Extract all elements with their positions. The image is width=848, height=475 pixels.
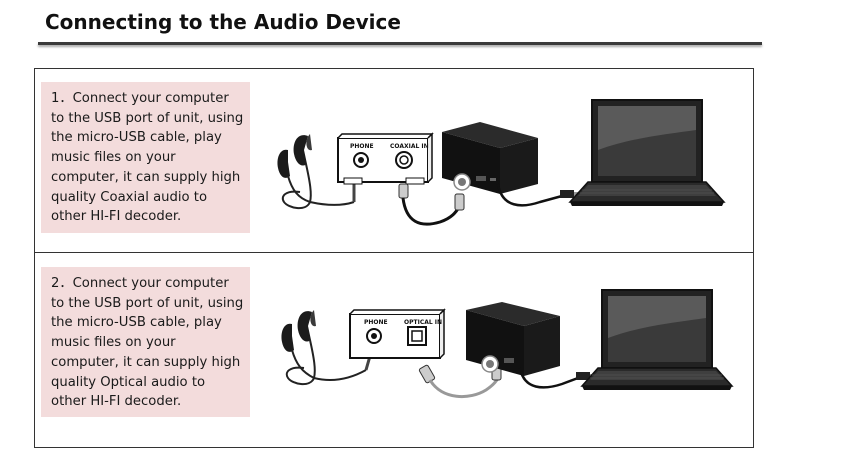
title-underline: [38, 42, 762, 45]
laptop-icon: [568, 99, 726, 206]
audio-unit-icon: [442, 122, 538, 194]
section-divider: [34, 252, 754, 253]
step-1-diagram: PHONE COAXIAL IN: [270, 90, 740, 240]
decoder-label-phone: PHONE: [350, 143, 374, 150]
step-1-description: 1．Connect your computer to the USB port …: [41, 82, 250, 233]
laptop-icon: [580, 289, 734, 390]
page-title: Connecting to the Audio Device: [45, 10, 401, 34]
step-2-diagram: PHONE OPTICAL IN: [270, 280, 740, 420]
step-2-description: 2．Connect your computer to the USB port …: [41, 267, 250, 417]
audio-unit-icon: [466, 302, 560, 376]
decoder-label-phone: PHONE: [364, 319, 388, 326]
decoder-label-optical: OPTICAL IN: [404, 319, 442, 326]
decoder-label-coaxial: COAXIAL IN: [390, 143, 429, 150]
content-frame: [34, 68, 754, 448]
decoder-box-icon: PHONE OPTICAL IN: [349, 308, 446, 359]
decoder-box-icon: PHONE COAXIAL IN: [337, 132, 434, 185]
cable-icon: [398, 183, 465, 226]
